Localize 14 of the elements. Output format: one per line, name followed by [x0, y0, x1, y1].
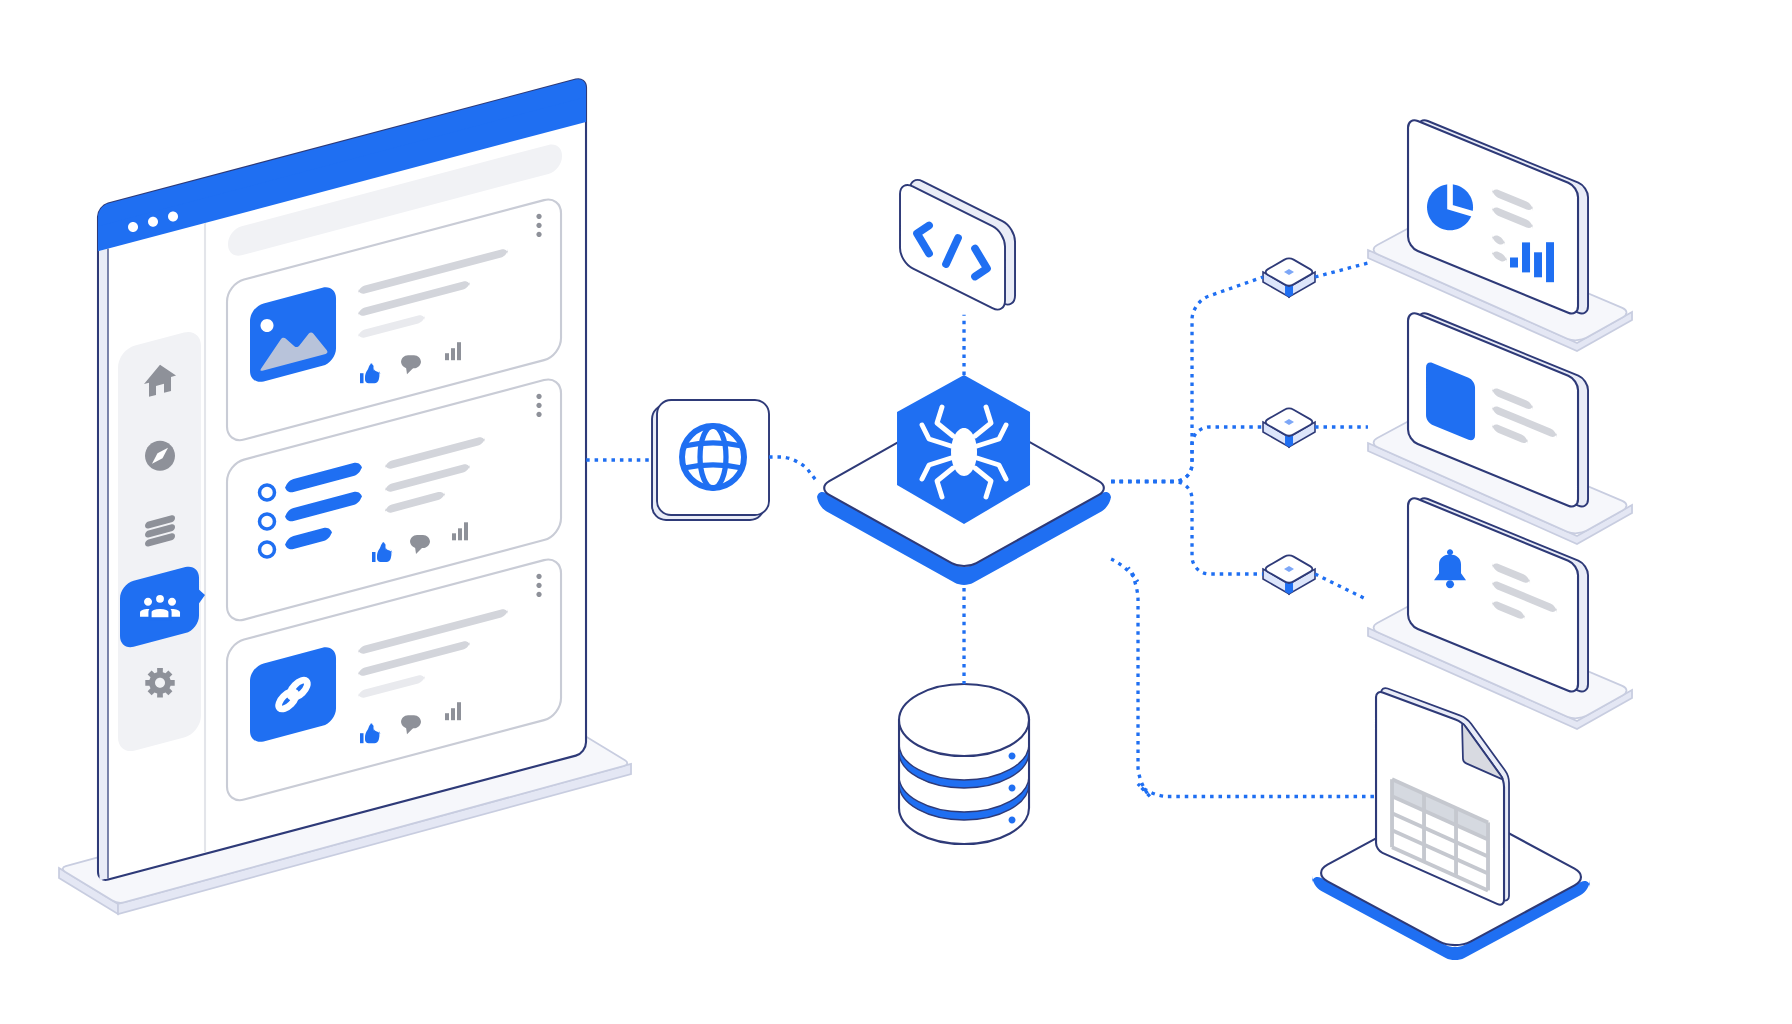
- icon-card: [899, 179, 1016, 311]
- hexagon-platform: [817, 375, 1111, 585]
- dotted-connector: [1111, 479, 1263, 576]
- dotted-connector: [962, 314, 966, 375]
- connector-cube: [1262, 257, 1316, 299]
- dotted-connector: [1110, 557, 1376, 799]
- dotted-connector: [1315, 425, 1368, 429]
- database-cylinder: [897, 682, 1031, 846]
- dotted-connector: [769, 455, 819, 483]
- connector-cube: [1262, 554, 1316, 596]
- document: [1374, 687, 1510, 906]
- dotted-connector: [962, 588, 966, 684]
- connector-cube: [1262, 407, 1316, 449]
- dotted-connector: [586, 458, 652, 462]
